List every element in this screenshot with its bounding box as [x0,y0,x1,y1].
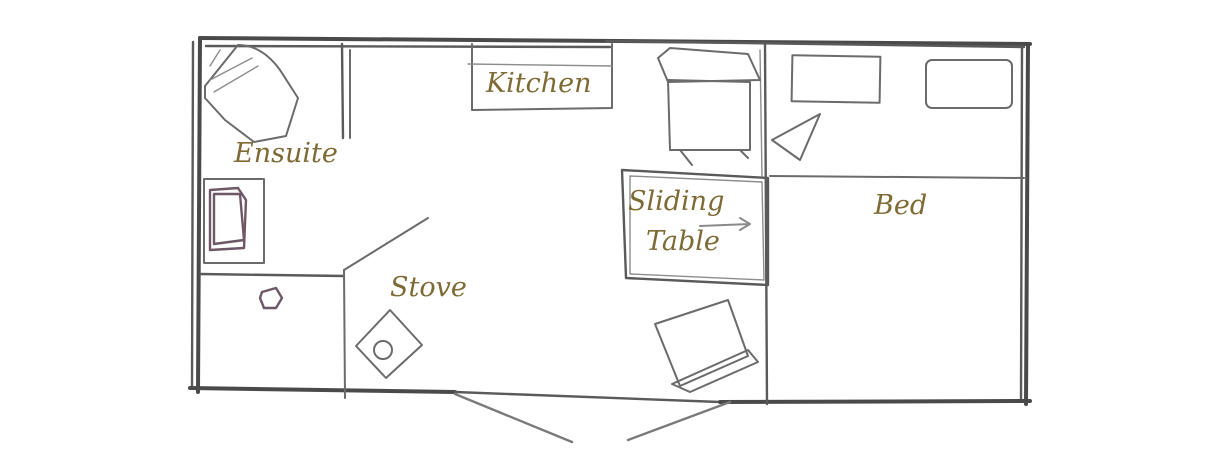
toilet-icon [258,286,284,310]
basin-icon [208,186,248,252]
door-left-leaf [453,392,574,444]
bedroom-partition-sketch [759,49,763,177]
basin-rim-icon [212,192,246,246]
ensuite-bottom-wall [198,272,346,278]
kitchen-counter [471,43,613,111]
right-wall-sketch [1019,44,1024,402]
bedroom-partition [763,42,769,406]
ensuite-partition [340,42,345,140]
bed-corner-icon [771,113,821,161]
door-right-leaf [626,400,732,442]
top-wall-sketch [204,39,1026,49]
chair-top-icon [657,47,761,166]
kitchen [467,43,613,111]
bottom-wall-mid [453,390,722,404]
right-wall [1024,42,1030,406]
outer-walls [188,36,1032,406]
closet-area [258,286,284,310]
left-wall-sketch [190,40,195,390]
ensuite-fixtures [203,44,299,264]
label-ensuite: Ensuite [233,138,338,169]
sliding-table-inner [629,175,765,281]
label-stove: Stove [390,272,467,303]
bottom-wall-right [718,399,1032,404]
stove-burner-icon [373,340,393,360]
label-table: Table [646,226,720,257]
shower-detail [209,49,259,93]
stove-body-icon [355,309,423,379]
interior-partitions [198,42,769,406]
bed-frame-icon [769,175,1025,179]
chair-bottom-icon [654,299,759,393]
dining-area [620,47,770,393]
sliding-table-icon [620,168,770,287]
stove-wall [343,217,429,271]
left-wall [196,36,202,394]
bedroom [769,54,1025,179]
bottom-wall-left [188,386,457,394]
label-kitchen: Kitchen [485,68,592,99]
pillow-right-icon [925,59,1013,109]
vanity-cabinet [203,178,265,264]
doors [453,392,732,444]
kitchen-counter-edge [467,63,613,67]
closet-right-wall [343,269,346,399]
shower-icon [204,44,299,143]
pillow-left-icon [790,54,882,104]
slide-arrow-icon [699,217,751,231]
label-sliding: Sliding [628,186,724,217]
label-bed: Bed [873,190,927,221]
stove [355,309,423,379]
